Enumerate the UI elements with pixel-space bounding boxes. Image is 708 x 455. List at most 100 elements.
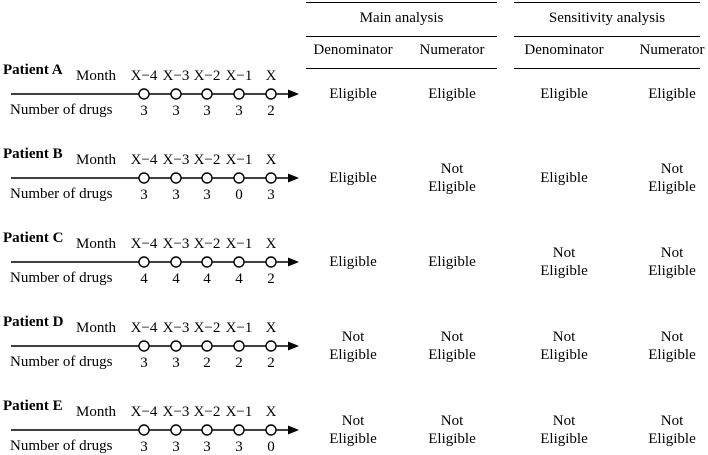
month-tick: X	[265, 404, 277, 420]
eligibility-text: Eligible	[540, 86, 588, 102]
eligibility-text: Eligible	[648, 179, 696, 195]
drug-count: 2	[235, 355, 243, 371]
month-tick: X−1	[225, 404, 253, 420]
patient-name: Patient C	[3, 230, 64, 246]
drug-count: 4	[203, 271, 211, 287]
number-of-drugs-label: Number of drugs	[10, 102, 113, 118]
month-tick: X	[265, 320, 277, 336]
month-marker	[201, 340, 213, 352]
month-tick: X−4	[130, 68, 158, 84]
month-marker	[170, 256, 182, 268]
drug-count: 3	[172, 103, 180, 119]
drug-count: 4	[172, 271, 180, 287]
month-marker	[265, 88, 277, 100]
eligibility-text: Eligible	[329, 347, 377, 363]
month-marker	[201, 424, 213, 436]
month-tick: X−4	[130, 236, 158, 252]
month-tick: X−3	[162, 68, 190, 84]
eligibility-text: Not	[552, 413, 576, 429]
month-marker	[201, 172, 213, 184]
eligibility-text: Eligible	[329, 86, 377, 102]
timeline-arrowhead	[288, 257, 299, 267]
month-marker	[138, 172, 150, 184]
month-label: Month	[76, 320, 117, 336]
month-tick: X−2	[193, 152, 221, 168]
month-tick: X−3	[162, 320, 190, 336]
month-label: Month	[76, 152, 117, 168]
month-tick: X	[265, 236, 277, 252]
number-of-drugs-label: Number of drugs	[10, 354, 113, 370]
eligibility-text: Eligible	[329, 254, 377, 270]
month-marker	[233, 424, 245, 436]
eligibility-text: Eligible	[428, 254, 476, 270]
number-of-drugs-label: Number of drugs	[10, 186, 113, 202]
month-tick: X−2	[193, 68, 221, 84]
drug-count: 2	[203, 355, 211, 371]
eligibility-cell: Eligible	[303, 85, 403, 103]
month-tick: X−3	[162, 152, 190, 168]
timeline-arrowhead	[288, 173, 299, 183]
month-marker	[201, 256, 213, 268]
month-tick: X−1	[225, 68, 253, 84]
eligibility-cell: Eligible	[622, 85, 708, 103]
eligibility-text: Eligible	[428, 347, 476, 363]
drug-count: 0	[235, 187, 243, 203]
eligibility-text: Not	[341, 413, 365, 429]
month-tick: X	[265, 152, 277, 168]
month-marker	[265, 256, 277, 268]
eligibility-cell: Eligible	[303, 169, 403, 187]
eligibility-text: Eligible	[428, 179, 476, 195]
eligibility-text: Not	[552, 329, 576, 345]
drug-count: 3	[172, 439, 180, 455]
eligibility-text: Eligible	[648, 263, 696, 279]
eligibility-cell: Eligible	[514, 85, 614, 103]
eligibility-text: Eligible	[540, 263, 588, 279]
drug-count: 3	[140, 187, 148, 203]
eligibility-text: Not	[660, 413, 684, 429]
eligibility-cell: Eligible	[402, 253, 502, 271]
drug-count: 4	[235, 271, 243, 287]
eligibility-text: Not	[440, 413, 464, 429]
eligibility-text: Eligible	[540, 431, 588, 447]
drug-count: 3	[203, 103, 211, 119]
month-marker	[138, 256, 150, 268]
month-marker	[233, 256, 245, 268]
drug-count: 3	[203, 439, 211, 455]
drug-count: 2	[267, 103, 275, 119]
patient-name: Patient E	[3, 398, 63, 414]
month-marker	[138, 424, 150, 436]
month-tick: X−1	[225, 152, 253, 168]
eligibility-text: Not	[552, 245, 576, 261]
month-marker	[265, 340, 277, 352]
column-header: Numerator	[639, 42, 705, 58]
month-tick: X−1	[225, 320, 253, 336]
drug-count: 3	[235, 439, 243, 455]
column-header: Numerator	[419, 42, 485, 58]
month-label: Month	[76, 404, 117, 420]
drug-count: 4	[140, 271, 148, 287]
month-marker	[201, 88, 213, 100]
number-of-drugs-label: Number of drugs	[10, 438, 113, 454]
eligibility-text: Not	[440, 161, 464, 177]
eligibility-text: Eligible	[428, 431, 476, 447]
group-header: Main analysis	[359, 10, 444, 26]
month-tick: X−2	[193, 236, 221, 252]
eligibility-text: Not	[660, 329, 684, 345]
month-tick: X−2	[193, 320, 221, 336]
month-label: Month	[76, 68, 117, 84]
eligibility-cell: Eligible	[514, 169, 614, 187]
drug-count: 3	[140, 103, 148, 119]
month-tick: X−4	[130, 152, 158, 168]
drug-count: 3	[203, 187, 211, 203]
eligibility-text: Eligible	[540, 170, 588, 186]
eligibility-text: Not	[660, 161, 684, 177]
drug-count: 2	[267, 271, 275, 287]
